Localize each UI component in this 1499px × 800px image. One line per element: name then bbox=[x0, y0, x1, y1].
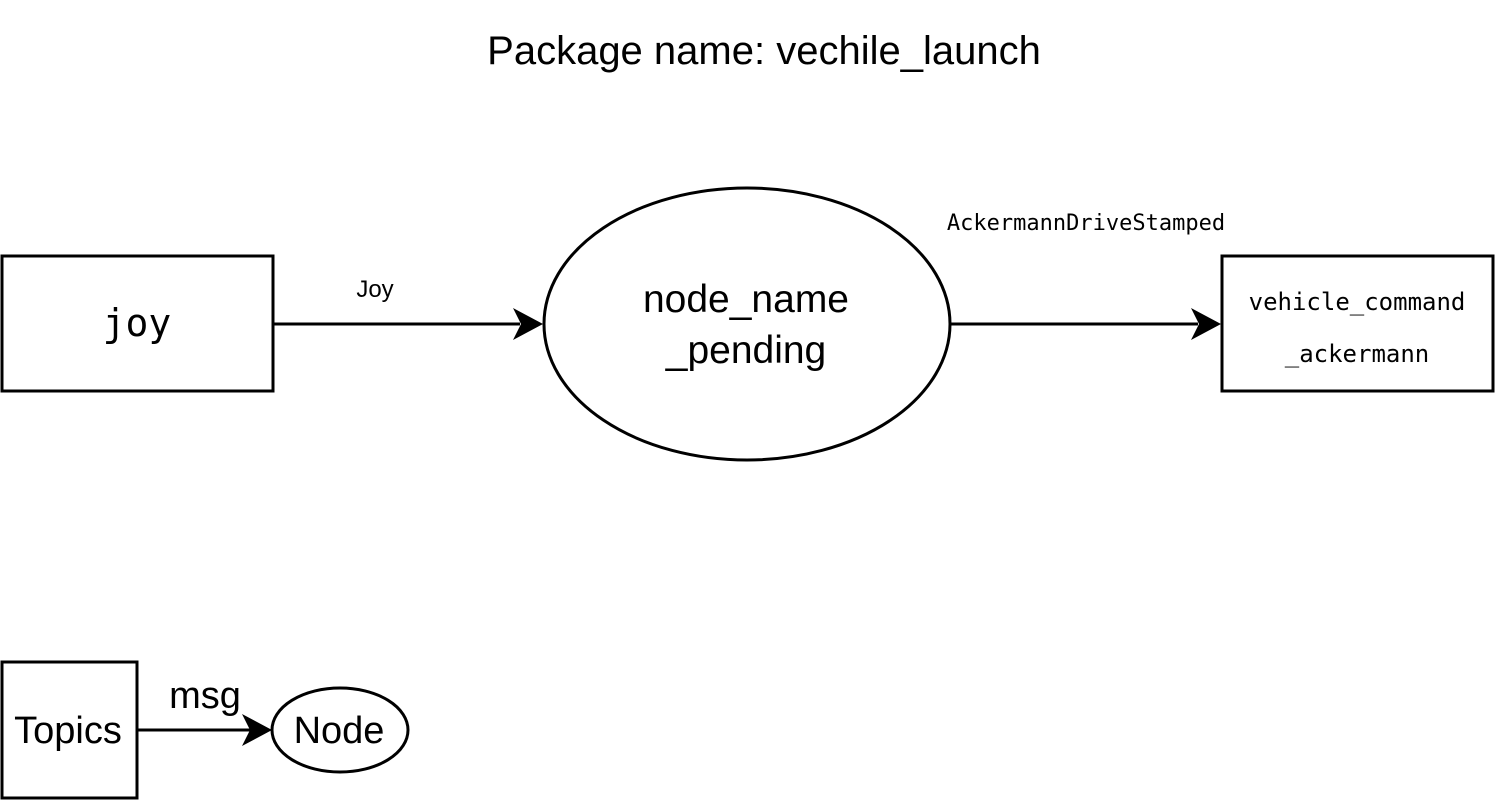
topic-joy-box bbox=[0, 254, 275, 393]
legend-node-ellipse bbox=[270, 686, 410, 774]
node-pending: node_name _pending bbox=[542, 186, 952, 462]
edge-joy-to-node: Joy bbox=[273, 276, 543, 340]
edge-joy-arrowhead bbox=[513, 308, 543, 340]
edge-joy-label: Joy bbox=[356, 276, 393, 303]
legend-topic-label: Topics bbox=[14, 710, 122, 752]
topic-joy: joy bbox=[0, 254, 275, 393]
topic-vehicle-command-label-line2: _ackermann bbox=[1285, 340, 1430, 368]
node-pending-label-line1: node_name bbox=[643, 278, 849, 321]
legend-edge-arrowhead bbox=[242, 714, 272, 746]
topic-joy-label: joy bbox=[103, 301, 172, 345]
legend-topic-box bbox=[0, 660, 139, 800]
edge-ackermann-label: AckermannDriveStamped bbox=[947, 211, 1225, 236]
legend-node-label: Node bbox=[294, 710, 385, 752]
diagram-title: Package name: vechile_launch bbox=[487, 29, 1041, 73]
legend-edge-label: msg bbox=[169, 675, 241, 717]
legend: Topics msg Node bbox=[0, 660, 410, 800]
edge-node-to-vehicle: AckermannDriveStamped bbox=[947, 211, 1225, 340]
node-pending-label-line2: _pending bbox=[665, 329, 827, 372]
node-pending-ellipse bbox=[542, 186, 952, 462]
topic-vehicle-command: vehicle_command _ackermann bbox=[1220, 254, 1495, 393]
topic-vehicle-command-label-line1: vehicle_command bbox=[1249, 288, 1466, 316]
topic-vehicle-command-box bbox=[1220, 254, 1495, 393]
edge-ackermann-arrowhead bbox=[1191, 308, 1221, 340]
